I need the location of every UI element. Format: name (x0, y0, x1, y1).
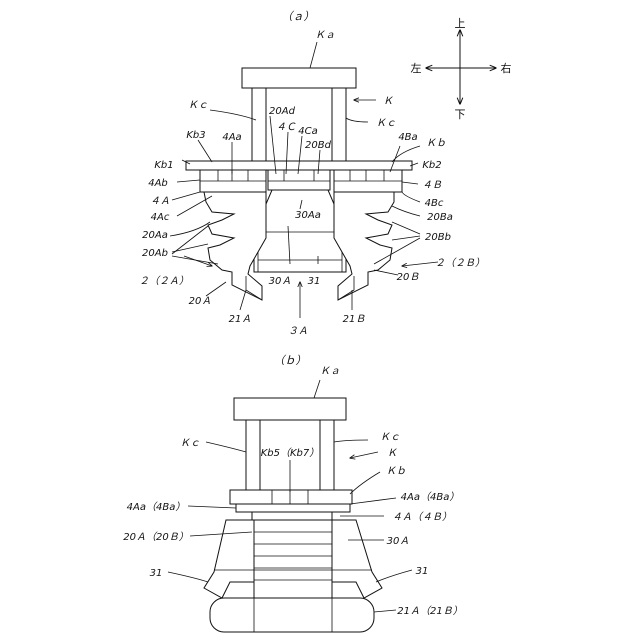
label-4aa-left-b: 4Aa（4Ba） (127, 501, 186, 513)
label-20ad: 20Ad (269, 106, 296, 117)
compass-right-label: 右 (501, 61, 512, 75)
kb-block-b (230, 490, 352, 504)
compass-left-label: 左 (411, 62, 422, 75)
label-kc-left: Ｋｃ (188, 100, 208, 111)
label-4aa-right-b: 4Aa（4Ba） (401, 491, 460, 503)
compass-up-label: 上 (455, 17, 466, 30)
label-4aa: 4Aa (222, 132, 241, 143)
label-k-b: Ｋ (387, 448, 397, 459)
label-kb: Ｋｂ (426, 138, 446, 149)
panel-b-caption: （ｂ） (274, 354, 307, 367)
label-2-2a: ２（２Ａ） (139, 275, 189, 287)
label-30aa: 30Aa (295, 210, 321, 221)
label-ka: Ｋａ (315, 30, 335, 41)
label-kc-right-b: Ｋｃ (380, 432, 400, 443)
label-kc-left-b: Ｋｃ (180, 438, 200, 449)
finger-20b (334, 192, 394, 300)
label-30a-b: 30Ａ (387, 536, 410, 547)
label-4c: ４Ｃ (276, 122, 296, 133)
label-20aa: 20Aa (142, 230, 168, 241)
panel-a-caption: （ａ） (282, 10, 315, 23)
label-kb1: Kb1 (154, 160, 173, 171)
label-20b: 20Ｂ (397, 272, 420, 283)
kc-right-column (332, 88, 346, 161)
label-21a: 21Ａ (229, 314, 252, 325)
ka-top-block-b (234, 398, 346, 420)
label-4ab: 4Ab (148, 178, 168, 189)
label-20ab: 20Ab (142, 248, 168, 259)
label-k: Ｋ (383, 96, 393, 107)
label-20a-20b-b: 20Ａ（20Ｂ） (123, 531, 188, 543)
compass-down-label: 下 (455, 108, 466, 121)
pad-21a-b (210, 598, 374, 632)
label-4ac: 4Ac (151, 212, 170, 223)
label-4a: ４Ａ (150, 196, 170, 207)
direction-compass: 上 下 左 右 (411, 17, 512, 121)
label-21a-21b-b: 21Ａ（21Ｂ） (397, 605, 462, 617)
label-20bd: 20Bd (305, 140, 332, 151)
label-2-2b: ２（２Ｂ） (435, 257, 485, 269)
kc-left-column-b (246, 420, 260, 490)
label-kb5-b: Kb5（Kb7） (261, 447, 320, 459)
panel-b: （ｂ） (123, 354, 462, 632)
label-20a: 20Ａ (189, 296, 212, 307)
holder-4a-b (236, 504, 350, 512)
label-20ba: 20Ba (427, 212, 453, 223)
label-kb2: Kb2 (422, 160, 441, 171)
label-30a: 30Ａ (269, 276, 292, 287)
label-4ca: 4Ca (298, 126, 317, 137)
kc-right-column-b (320, 420, 334, 490)
label-21b: 21Ｂ (343, 314, 366, 325)
plate-20a-b (252, 512, 332, 520)
kc-left-column (252, 88, 266, 161)
label-kb-b: Ｋｂ (386, 466, 406, 477)
panel-a: （ａ） 上 下 左 右 (139, 10, 512, 337)
label-ka-b: Ｋａ (320, 366, 340, 377)
label-kb3: Kb3 (186, 130, 205, 141)
ka-top-block (242, 68, 356, 88)
label-31: 31 (308, 276, 321, 287)
label-kc-right: Ｋｃ (376, 118, 396, 129)
label-4bc: 4Bc (425, 198, 444, 209)
label-31-left-b: 31 (150, 568, 163, 579)
label-20bb: 20Bb (425, 232, 451, 243)
label-4b: ４Ｂ (422, 180, 442, 191)
label-4ba: 4Ba (398, 132, 417, 143)
label-31-right-b: 31 (416, 566, 429, 577)
holder-4c (268, 170, 330, 190)
label-4a-4b-b: ４Ａ（４Ｂ） (392, 511, 452, 523)
finger-20a (204, 192, 266, 300)
label-3a: ３Ａ (288, 326, 308, 337)
